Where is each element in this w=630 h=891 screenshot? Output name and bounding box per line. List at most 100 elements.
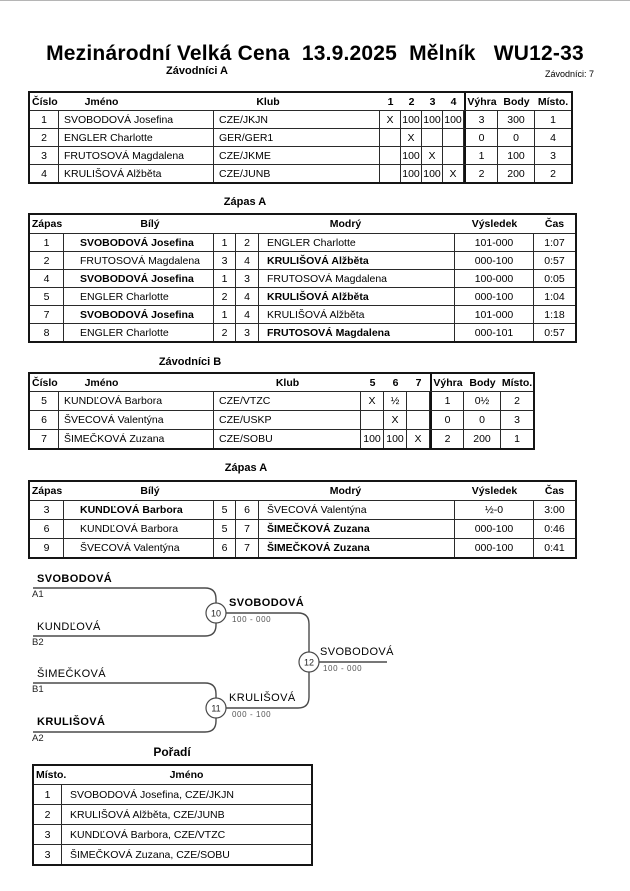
cell-cislo: 5 (30, 392, 59, 410)
header-misto: Místo. (501, 376, 533, 389)
table-row: 6 ŠVECOVÁ Valentýna CZE/USKP X 0 0 3 (30, 410, 533, 429)
bracket-score-10: 100 - 000 (232, 615, 272, 624)
cell-body: 0 (498, 129, 535, 146)
cell-modry: KRULIŠOVÁ Alžběta (259, 288, 455, 305)
bracket-seed-a2: A2 (32, 733, 44, 744)
cell-vysledek: 100-000 (455, 270, 534, 287)
match-node-11-circle (205, 697, 227, 719)
cell-n2: 7 (236, 539, 259, 557)
match-node-10-number: 10 (211, 609, 221, 619)
header-body: Body (469, 376, 496, 389)
cell-n1: 1 (214, 270, 236, 287)
cell-n2: 7 (236, 520, 259, 538)
cell-n1: 1 (214, 306, 236, 323)
cell-body: 300 (498, 111, 535, 128)
cell-jmeno: ŠIMEČKOVÁ Zuzana, CZE/SOBU (70, 848, 230, 861)
cell-g3: 100 (422, 111, 443, 128)
cell-vyhra: 2 (430, 430, 464, 448)
bracket-winner-11: KRULIŠOVÁ (229, 692, 296, 704)
cell-misto: 1 (514, 433, 520, 445)
header-vysledek: Výsledek (471, 485, 518, 497)
cell-cislo: 3 (30, 147, 59, 164)
cell-zapas: 9 (30, 539, 64, 557)
cell-modry: ŠIMEČKOVÁ Zuzana (259, 539, 455, 557)
cell-body: 0½ (464, 392, 501, 410)
cell-jmeno: SVOBODOVÁ Josefina (59, 111, 214, 128)
cell-vyhra: 1 (464, 147, 498, 164)
cell-vyhra: 2 (464, 165, 498, 182)
cell-cas: 1:04 (544, 290, 565, 303)
cell-zapas: 5 (30, 288, 64, 305)
cell-bily: ENGLER Charlotte (64, 324, 214, 341)
cell-cislo: 2 (30, 129, 59, 146)
header-col-6: 6 (392, 376, 399, 389)
header-cas: Čas (544, 218, 565, 230)
cell-zapas: 8 (30, 324, 64, 341)
cell-g3 (407, 411, 430, 429)
cell-n1: 2 (214, 288, 236, 305)
header-cislo: Číslo (32, 376, 58, 389)
table-row: 5 KUNDĽOVÁ Barbora CZE/VTZC X ½ 1 0½ 2 (30, 391, 533, 410)
header-klub: Klub (275, 376, 300, 389)
cell-g1 (380, 165, 401, 182)
cell-cas: 0:46 (544, 523, 565, 535)
header-modry: Modrý (329, 218, 362, 230)
cell-klub: CZE/JKJN (214, 111, 380, 128)
table-row: 1 SVOBODOVÁ Josefina 1 2 ENGLER Charlott… (30, 233, 575, 251)
table-row: 4 SVOBODOVÁ Josefina 1 3 FRUTOSOVÁ Magda… (30, 269, 575, 287)
match-node-10-circle (205, 602, 227, 624)
cell-klub: CZE/SOBU (214, 430, 361, 448)
cell-g3 (407, 392, 430, 410)
cell-g1: X (361, 392, 384, 410)
section-heading-zapas-b: Zápas A (224, 462, 268, 474)
cell-jmeno: SVOBODOVÁ Josefina, CZE/JKJN (70, 788, 234, 801)
cell-n2: 6 (236, 501, 259, 519)
cell-modry: ŠIMEČKOVÁ Zuzana (259, 520, 455, 538)
bracket-score-11: 000 - 100 (232, 710, 272, 719)
cell-klub: CZE/JUNB (214, 165, 380, 182)
cell-cas: 1:07 (544, 236, 565, 249)
cell-cas: 0:57 (544, 254, 565, 267)
cell-n1: 5 (214, 501, 236, 519)
section-heading-poradi: Pořadí (153, 745, 191, 759)
cell-vysledek: 101-000 (455, 234, 534, 251)
table-zapas-b: Zápas Bílý Modrý Výsledek Čas 3 KUNDĽOVÁ… (28, 480, 577, 559)
header-misto: Místo. (36, 769, 67, 781)
cell-cislo: 7 (30, 430, 59, 448)
table-row: 7 SVOBODOVÁ Josefina 1 4 KRULIŠOVÁ Alžbě… (30, 305, 575, 323)
cell-jmeno: ŠVECOVÁ Valentýna (59, 411, 214, 429)
table-row: 3 KUNDĽOVÁ Barbora, CZE/VTZC (34, 824, 311, 844)
header-col-2: 2 (408, 95, 415, 108)
cell-n2: 3 (236, 270, 259, 287)
cell-g2: 100 (401, 165, 422, 182)
cell-modry: FRUTOSOVÁ Magdalena (259, 324, 455, 341)
cell-klub: CZE/JKME (214, 147, 380, 164)
cell-n1: 1 (214, 234, 236, 251)
table-poradi: Místo. Jméno 1 SVOBODOVÁ Josefina, CZE/J… (32, 764, 313, 866)
cell-jmeno: ŠIMEČKOVÁ Zuzana (59, 430, 214, 448)
competitors-count: Závodníci: 7 (544, 69, 594, 79)
cell-modry: ŠVECOVÁ Valentýna (259, 501, 455, 519)
header-col-5: 5 (369, 376, 376, 389)
header-klub: Klub (256, 95, 280, 108)
cell-body: 100 (498, 147, 535, 164)
cell-vysledek: 000-100 (455, 520, 534, 538)
cell-cas: 0:57 (544, 326, 565, 339)
cell-bily: SVOBODOVÁ Josefina (64, 270, 214, 287)
cell-jmeno: KRULIŠOVÁ Alžběta, CZE/JUNB (70, 808, 225, 821)
bracket-player-b2: KUNDĽOVÁ (37, 621, 101, 633)
table-row: 2 ENGLER Charlotte GER/GER1 X 0 0 4 (30, 128, 571, 146)
cell-g2: X (384, 411, 407, 429)
table-zapas-a: Zápas Bílý Modrý Výsledek Čas 1 SVOBODOV… (28, 213, 577, 343)
cell-modry: KRULIŠOVÁ Alžběta (259, 306, 455, 323)
table-row: 1 SVOBODOVÁ Josefina CZE/JKJN X 100 100 … (30, 110, 571, 128)
cell-misto: 2 (34, 805, 62, 824)
cell-n1: 2 (214, 324, 236, 341)
cell-misto: 2 (514, 395, 520, 407)
bracket-line-b2 (33, 623, 217, 637)
bracket-line-winner-11 (226, 672, 310, 709)
page-top-edge (0, 0, 630, 1)
bracket-winner-10: SVOBODOVÁ (229, 597, 305, 609)
cell-vysledek: 000-100 (455, 252, 534, 269)
cell-n1: 6 (214, 539, 236, 557)
